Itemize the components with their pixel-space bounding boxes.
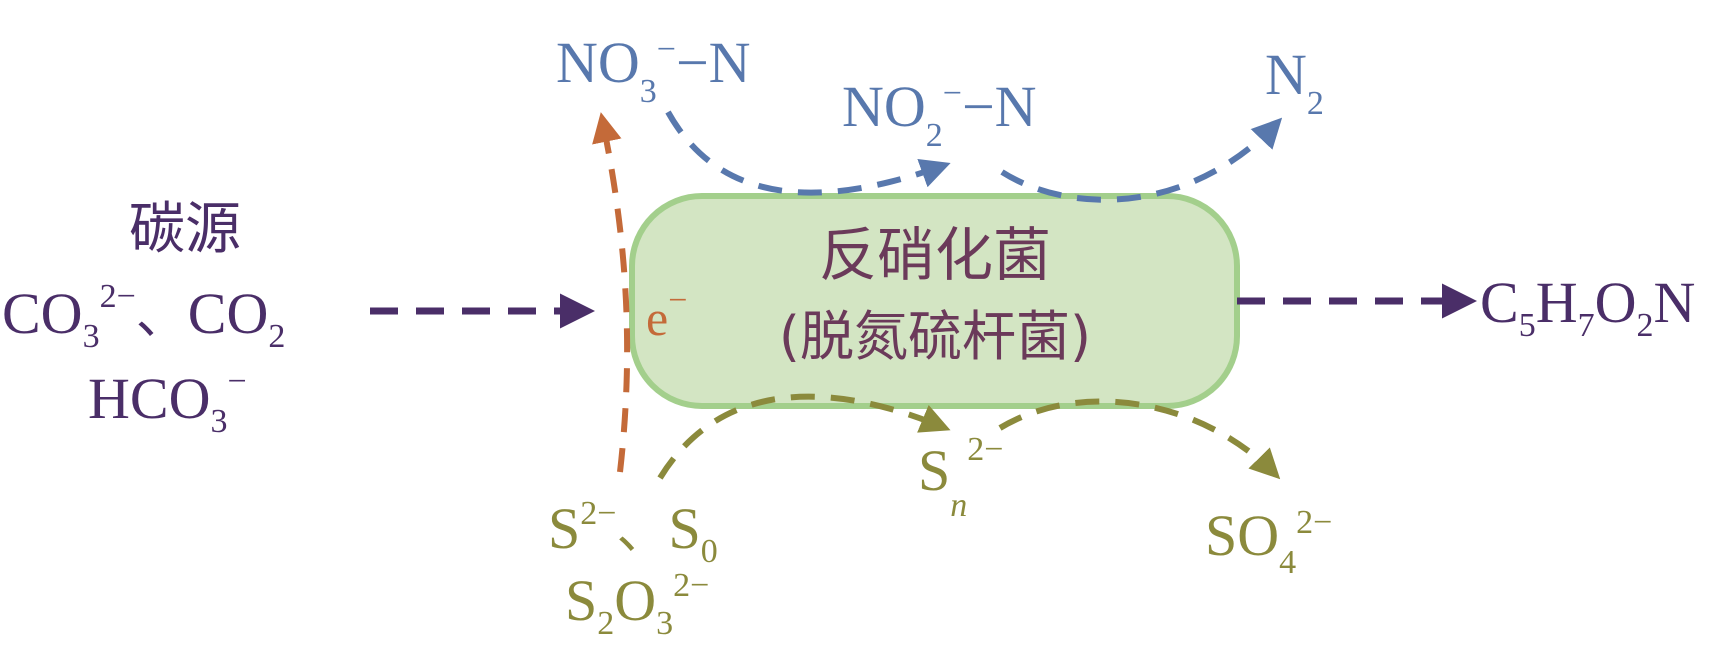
s-to-sn-arrow <box>657 393 951 480</box>
carbon-species-line: CO32−、CO2 <box>2 278 285 355</box>
electron-flow-arrow <box>592 112 631 473</box>
no3-to-no2-arrow <box>665 110 951 196</box>
bicarbonate-label: HCO3− <box>88 363 247 440</box>
nitrite-label: NO2−−N <box>842 74 1037 154</box>
bacteria-species: (脱氮硫杆菌) <box>779 305 1091 368</box>
nitrogen-gas-label: N2 <box>1265 42 1324 122</box>
electron-label: e− <box>646 282 687 346</box>
carbon-source-title: 碳源 <box>129 197 241 262</box>
no2-to-n2-arrow <box>1000 117 1283 203</box>
biomass-formula-label: C5H7O2N <box>1480 270 1695 344</box>
sulfate-label: SO42− <box>1205 503 1332 581</box>
bacteria-name: 反硝化菌 <box>819 221 1051 289</box>
nitrate-label: NO3−−N <box>556 30 751 110</box>
sn-to-so4-arrow <box>998 398 1281 480</box>
sulfide-sulfur-label: S2−、S0 <box>548 495 718 570</box>
thiosulfate-label: S2O32− <box>565 567 709 642</box>
polysulfide-label: Sn2− <box>918 431 1003 524</box>
